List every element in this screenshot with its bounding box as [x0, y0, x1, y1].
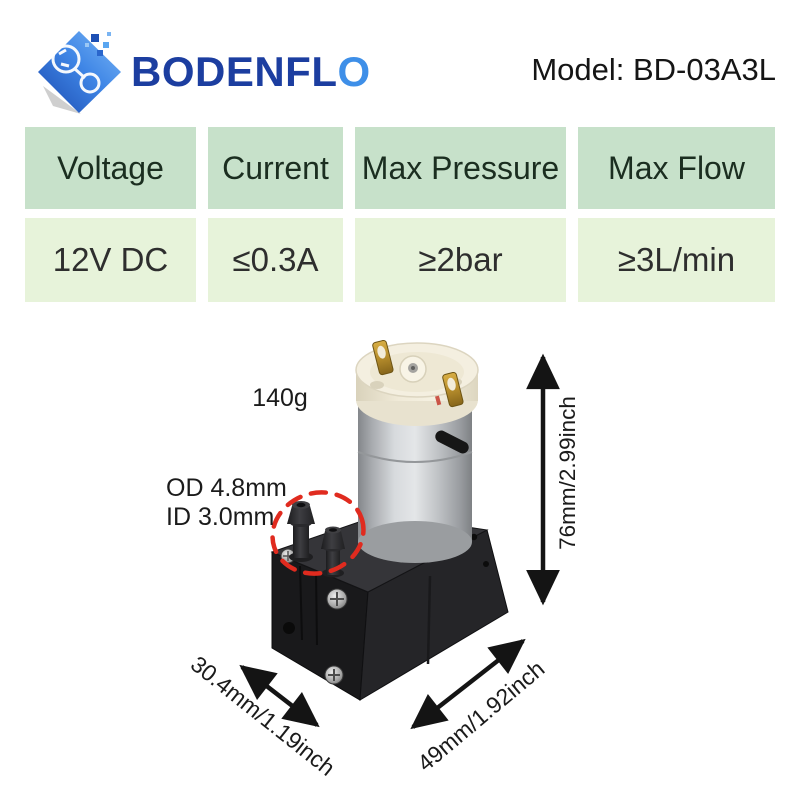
brand-name-main: BODENFL [131, 48, 338, 95]
motor-end-cap [355, 342, 479, 426]
motor-terminal-left [372, 339, 394, 376]
spec-value-voltage: 12V DC [25, 218, 196, 302]
screw-recess [283, 622, 295, 634]
spec-header-max-pressure: Max Pressure [355, 127, 566, 209]
spec-value-current: ≤0.3A [208, 218, 343, 302]
depth-dimension-arrow [410, 638, 526, 730]
brand-name-accent: O [337, 48, 371, 95]
nozzle-highlight-ellipse [270, 490, 366, 576]
mount-hole-side [483, 561, 489, 567]
inner-diameter-label: ID 3.0mm [166, 503, 274, 531]
bodenflo-logo-icon [38, 31, 121, 114]
pump-body-seams [299, 565, 318, 646]
motor-bottom [358, 521, 472, 563]
pump-screws [280, 548, 348, 685]
spec-value-max-pressure: ≥2bar [355, 218, 566, 302]
weight-label: 140g [252, 384, 308, 412]
pump-motor [355, 339, 479, 563]
spec-header-voltage: Voltage [25, 127, 196, 209]
motor-terminal-right [442, 371, 464, 408]
outer-diameter-label: OD 4.8mm [166, 474, 287, 502]
brand-logo: BODENFLO [33, 26, 373, 118]
motor-seam [357, 451, 473, 463]
spec-header-max-flow: Max Flow [578, 127, 775, 209]
spec-header-current: Current [208, 127, 343, 209]
model-number-label: Model: BD-03A3L [531, 52, 776, 87]
nozzle-bore-right [329, 528, 337, 532]
width-dimension-arrow [239, 664, 320, 728]
pump-nozzles [287, 501, 345, 578]
brand-name: BODENFLO [131, 26, 371, 118]
logo-fold-shape [43, 86, 81, 114]
pump-figure: 140g OD 4.8mm ID 3.0mm 76mm/2.99inch 30.… [166, 339, 580, 781]
nozzle-bore-left [296, 502, 306, 508]
spec-value-max-flow: ≥3L/min [578, 218, 775, 302]
logo-pixel-squares [85, 32, 111, 56]
logo-pump-lineart [51, 44, 101, 94]
polarity-mark [435, 395, 442, 406]
mount-hole-top [470, 533, 478, 541]
spec-table: Voltage Current Max Pressure Max Flow 12… [25, 127, 775, 302]
motor-vent-slot [435, 430, 469, 454]
height-dimension-label: 76mm/2.99inch [555, 396, 580, 550]
